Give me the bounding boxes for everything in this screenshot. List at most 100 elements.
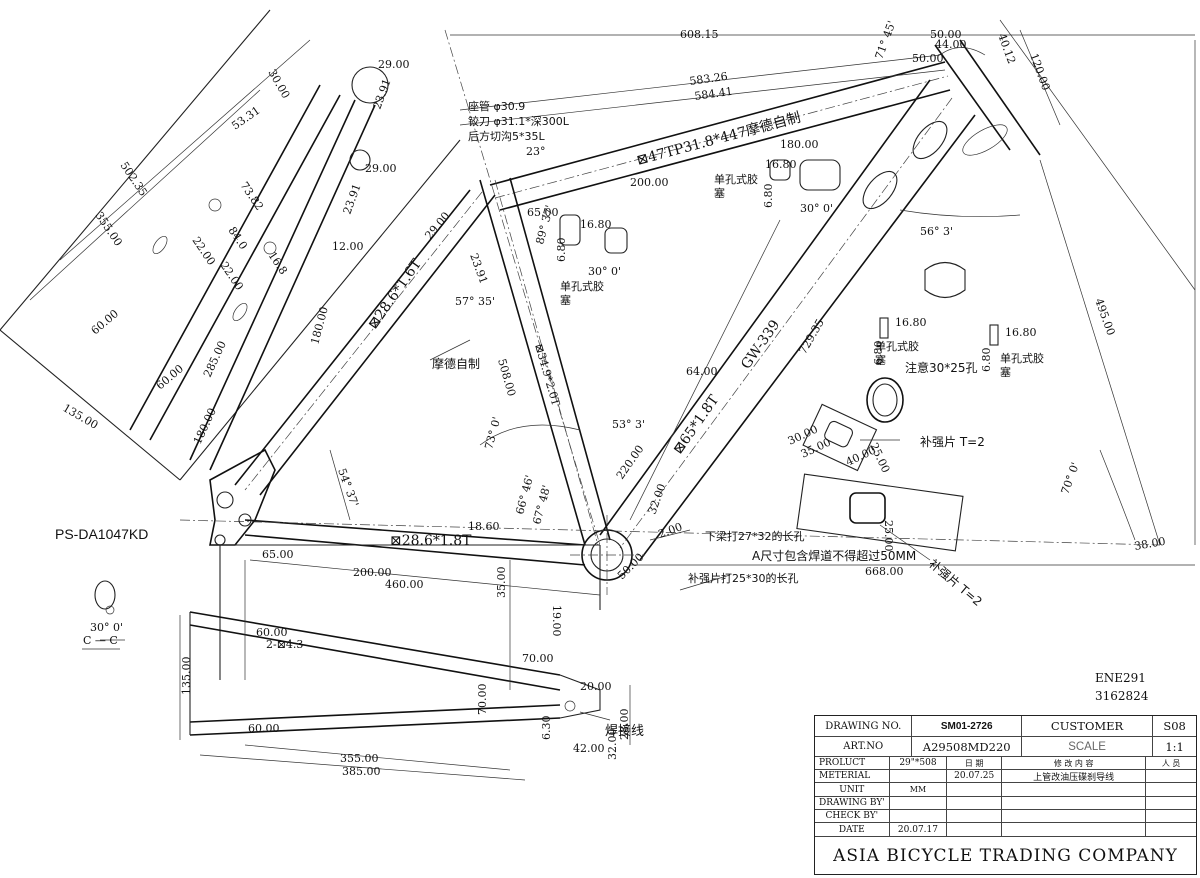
dimension-label-d355a: 355.00 bbox=[93, 209, 125, 248]
revision-content: 上管改油压碟刹导线 bbox=[1002, 770, 1147, 782]
dimension-label-d16: 16.8 bbox=[266, 249, 290, 277]
dimension-label-d23c: 23.91 bbox=[467, 252, 490, 286]
unit-value: MM bbox=[890, 783, 948, 796]
note-self-made: 摩德自制 bbox=[432, 356, 480, 371]
dimension-label-d220: 220.00 bbox=[614, 443, 647, 482]
dimension-label-d29c: 29.00 bbox=[422, 209, 452, 241]
rear-dropout bbox=[209, 448, 276, 546]
section-c-view bbox=[82, 580, 125, 650]
note-slot: 后方切沟5*35L bbox=[468, 129, 545, 143]
dimension-label-d84: 84.0 bbox=[226, 224, 250, 252]
dimension-label-d29a: 29.00 bbox=[378, 58, 410, 71]
detail-cable-plugs bbox=[559, 159, 999, 423]
dimension-label-a45: 71° 45' bbox=[873, 19, 899, 61]
person-header: 人 员 bbox=[1161, 758, 1181, 768]
dimension-label-d70b: 70.00 bbox=[476, 684, 489, 716]
dimension-label-d30: 30.00 bbox=[265, 67, 292, 101]
dimension-label-d32: 32.00 bbox=[646, 482, 669, 516]
dimension-label-d22b: 22.00 bbox=[218, 259, 246, 292]
note-gw: GW-339 bbox=[738, 317, 783, 372]
dimension-label-d42: 42.00 bbox=[573, 742, 605, 755]
dimension-label-d200a: 200.00 bbox=[630, 176, 669, 189]
note-chainstay-spec: ⊠28.6*1.8T bbox=[390, 533, 472, 549]
seat-stay bbox=[234, 189, 496, 496]
dimension-label-d6d: 6.80 bbox=[980, 348, 993, 373]
note-plug-1b: 单孔式胶 bbox=[560, 279, 604, 293]
material-label: METERIAL bbox=[815, 770, 890, 782]
scale-value: 1:1 bbox=[1165, 739, 1184, 754]
dimension-label-d20: 20.00 bbox=[580, 680, 612, 693]
dimension-label-a57: 57° 35' bbox=[455, 295, 495, 308]
revision-date: 20.07.25 bbox=[947, 770, 1003, 782]
top-tube bbox=[489, 61, 951, 211]
note-reamer: 铰刀 φ31.1*深300L bbox=[468, 114, 570, 128]
dimension-label-d64: 64.00 bbox=[686, 365, 718, 378]
note-plug-2b: 塞 bbox=[560, 293, 571, 307]
note-hole: 注意30*25孔 bbox=[905, 360, 978, 375]
dimension-label-d583: 583.26 bbox=[689, 70, 729, 88]
dimension-label-d25b: 25.00 bbox=[882, 520, 895, 552]
dimension-label-d180: 180.00 bbox=[780, 138, 819, 151]
dimension-label-d460: 460.00 bbox=[385, 578, 424, 591]
dimension-label-d44: 44.00 bbox=[935, 38, 967, 51]
down-tube bbox=[599, 79, 976, 561]
dimension-label-d355b: 355.00 bbox=[340, 752, 379, 765]
dimension-label-a67: 67° 48' bbox=[530, 484, 553, 526]
dimension-label-d200b: 200.00 bbox=[353, 566, 392, 579]
dimension-label-d243: 2-⊠4.3 bbox=[266, 638, 303, 651]
dimension-label-a53: 53° 3' bbox=[612, 418, 645, 431]
unit-label: UNIT bbox=[815, 783, 890, 796]
dimension-label-d16c: 16.80 bbox=[765, 158, 797, 171]
dimension-label-d60d: 60.00 bbox=[248, 722, 280, 735]
dimension-label-d120: 120.00 bbox=[1027, 52, 1052, 93]
dimension-label-d40: 40.12 bbox=[995, 32, 1018, 66]
product-value: 29"*508 bbox=[890, 757, 948, 769]
title-block: DRAWING NO. SM01-2726 CUSTOMER S08 ART.N… bbox=[814, 715, 1197, 875]
note-plug-1c: 单孔式胶 bbox=[875, 339, 919, 353]
scale-label: SCALE bbox=[1022, 737, 1154, 756]
dimension-label-d180c: 180.00 bbox=[308, 305, 331, 346]
note-slot-hole: 下梁打27*32的长孔 bbox=[705, 529, 805, 543]
dimension-label-d50b: 50.00 bbox=[912, 52, 944, 65]
customer-label: CUSTOMER bbox=[1022, 716, 1154, 736]
dimension-label-d6a: 6.80 bbox=[555, 238, 568, 263]
chain-stay bbox=[179, 519, 1161, 566]
section-label: C — C bbox=[83, 634, 118, 647]
dimension-label-d50c: 50.00 bbox=[615, 551, 646, 582]
dimension-label-d12: 12.00 bbox=[332, 240, 364, 253]
art-no-label: ART.NO bbox=[815, 737, 913, 756]
dimension-label-d28: 28.00 bbox=[618, 709, 631, 741]
note-reinforce: 补强片 T=2 bbox=[920, 435, 985, 449]
head-tube bbox=[934, 39, 1041, 156]
dimension-label-d508: 508.00 bbox=[495, 357, 518, 398]
section-angle: 30° 0' bbox=[90, 621, 123, 634]
dimension-label-d495: 495.00 bbox=[1092, 297, 1117, 338]
dimension-label-d668: 668.00 bbox=[865, 565, 904, 578]
dimension-label-d23a: 23.91 bbox=[371, 77, 394, 111]
ref-code-2: 3162824 bbox=[1095, 689, 1149, 703]
drawing-by-label: DRAWING BY' bbox=[815, 797, 890, 809]
detail-reinforcement-plates bbox=[796, 403, 964, 552]
drawing-no-label: DRAWING NO. bbox=[815, 716, 913, 736]
dimension-label-d22a: 22.00 bbox=[190, 234, 218, 267]
date-header: 日 期 bbox=[947, 757, 1003, 769]
dimension-lines bbox=[179, 19, 1196, 781]
note-reinforce-2: 补强片 T=2 bbox=[926, 557, 985, 609]
dimension-label-d385: 385.00 bbox=[342, 765, 381, 778]
leader-lines bbox=[429, 339, 931, 721]
product-label: PROLUCT bbox=[815, 757, 890, 769]
note-plug-1d: 单孔式胶 bbox=[1000, 351, 1044, 365]
note-plug-2d: 塞 bbox=[1000, 365, 1011, 379]
dimension-label-d35: 35.00 bbox=[495, 567, 508, 599]
company-name: ASIA BICYCLE TRADING COMPANY bbox=[833, 845, 1178, 866]
seat-tube bbox=[444, 29, 611, 546]
dimension-label-d65b: 65.00 bbox=[262, 548, 294, 561]
note-plug-1: 单孔式胶 bbox=[714, 172, 758, 186]
date-value: 20.07.17 bbox=[890, 823, 948, 836]
note-seatstay-spec: ⊠28.6*1.6T bbox=[365, 256, 425, 332]
check-by-label: CHECK BY' bbox=[815, 810, 890, 822]
model-code: PS-DA1047KD bbox=[55, 526, 148, 542]
dimension-label-d23b: 23.91 bbox=[341, 182, 364, 216]
dimension-label-a54: 54° 37' bbox=[335, 467, 361, 509]
